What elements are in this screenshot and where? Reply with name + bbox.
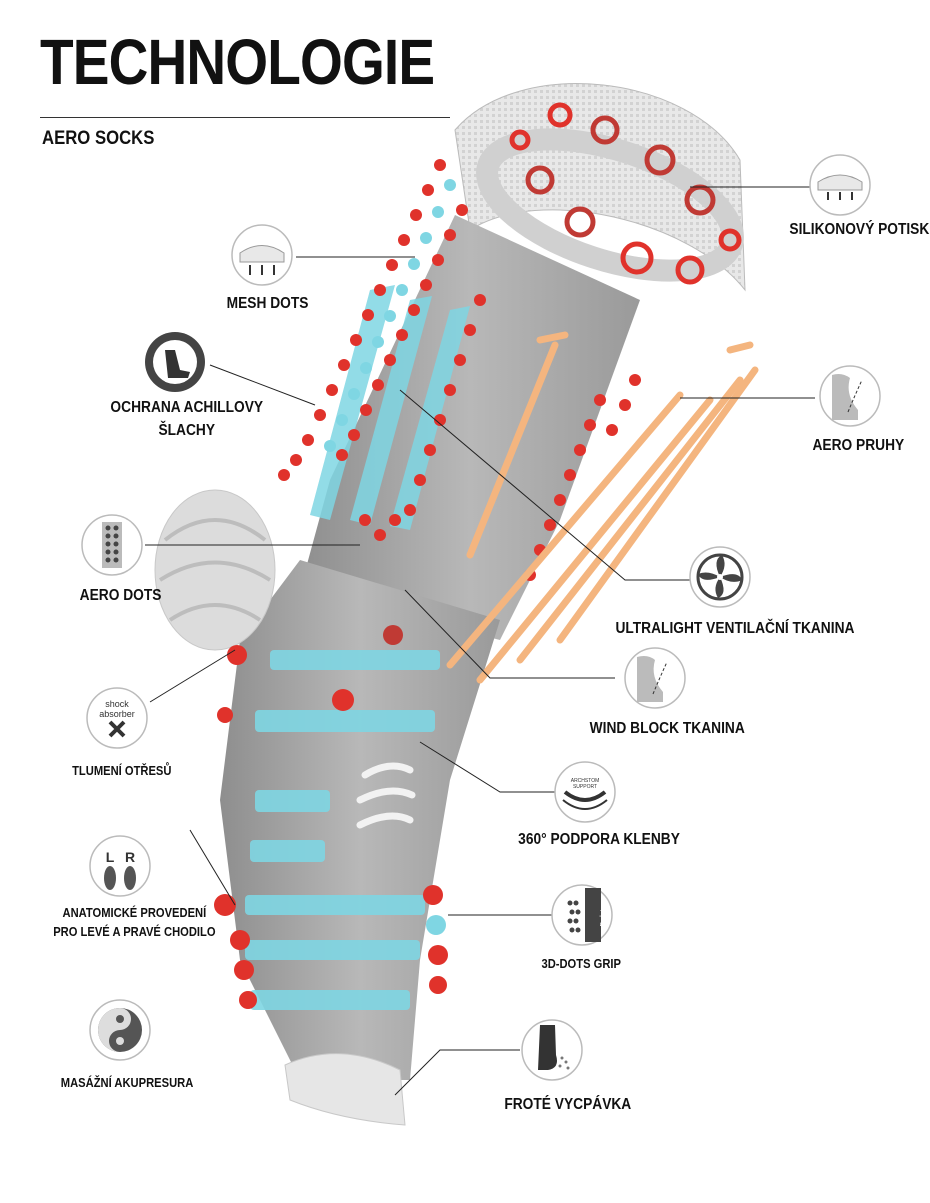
lr-icon-left: L xyxy=(106,849,115,865)
heel-mesh xyxy=(154,489,276,651)
lr-icon-right: R xyxy=(125,849,135,865)
label-grip: 3D-DOTS GRIP xyxy=(541,956,621,971)
label-mesh-dots: MESH DOTS xyxy=(226,295,309,312)
arch-icon-text-1: ARCHSTOM xyxy=(571,778,600,784)
wind-block-icon xyxy=(624,647,686,709)
label-achilles: OCHRANA ACHILLOVY ŠLACHY xyxy=(110,396,263,442)
label-frote: FROTÉ VYCPÁVKA xyxy=(504,1096,632,1113)
label-aero-dots: AERO DOTS xyxy=(79,587,162,604)
label-silikonovy-potisk: SILIKONOVÝ POTISK xyxy=(789,221,930,238)
title-divider xyxy=(40,117,450,118)
label-tlumeni: TLUMENÍ OTŘESŮ xyxy=(72,763,172,778)
aero-dots-icon xyxy=(81,514,143,576)
shock-icon-text-1: shock xyxy=(105,699,129,709)
fan-icon xyxy=(689,546,751,608)
achilles-protection-icon xyxy=(145,332,205,392)
label-anatomicke: ANATOMICKÉ PROVEDENÍ PRO LEVÉ A PRAVÉ CH… xyxy=(53,904,215,942)
ddot-icon-text: D-dot xyxy=(600,909,607,926)
sole-dots xyxy=(214,625,448,1009)
arch-chevrons xyxy=(356,762,416,829)
page-subtitle: AERO SOCKS xyxy=(42,128,155,149)
foot-stripes xyxy=(245,650,440,1010)
label-aero-pruhy: AERO PRUHY xyxy=(812,437,905,454)
silicone-print-icon xyxy=(809,154,871,216)
leader-lines xyxy=(145,186,815,1096)
left-right-foot-icon: L R xyxy=(89,835,151,897)
terry-padding-icon xyxy=(521,1019,583,1081)
aero-stripes xyxy=(446,331,759,684)
label-masazni: MASÁŽNÍ AKUPRESURA xyxy=(60,1075,194,1090)
aero-dots-front xyxy=(359,294,486,541)
mesh-dots-icon xyxy=(231,224,293,286)
page-title: TECHNOLOGIE xyxy=(40,26,435,98)
label-achilles-line2: ŠLACHY xyxy=(158,422,216,440)
label-wind-block: WIND BLOCK TKANINA xyxy=(589,720,745,737)
shock-icon-text-2: absorber xyxy=(99,709,135,719)
label-anatomicke-line1: ANATOMICKÉ PROVEDENÍ xyxy=(62,905,207,920)
label-podpora: 360° PODPORA KLENBY xyxy=(518,831,680,848)
3d-dots-grip-icon: D-dot xyxy=(551,884,613,946)
aero-stripes-icon xyxy=(819,365,881,427)
label-achilles-line1: OCHRANA ACHILLOVY xyxy=(110,399,264,416)
arch-support-icon: ARCHSTOM SUPPORT xyxy=(554,761,616,823)
arch-icon-text-2: SUPPORT xyxy=(573,784,597,790)
achilles-dots xyxy=(278,159,468,481)
label-anatomicke-line2: PRO LEVÉ A PRAVÉ CHODILO xyxy=(53,923,216,939)
label-ultralight: ULTRALIGHT VENTILAČNÍ TKANINA xyxy=(615,620,855,637)
acupressure-icon xyxy=(89,999,151,1061)
shock-absorber-icon: shock absorber xyxy=(86,687,148,749)
toe-cap xyxy=(284,1053,406,1126)
